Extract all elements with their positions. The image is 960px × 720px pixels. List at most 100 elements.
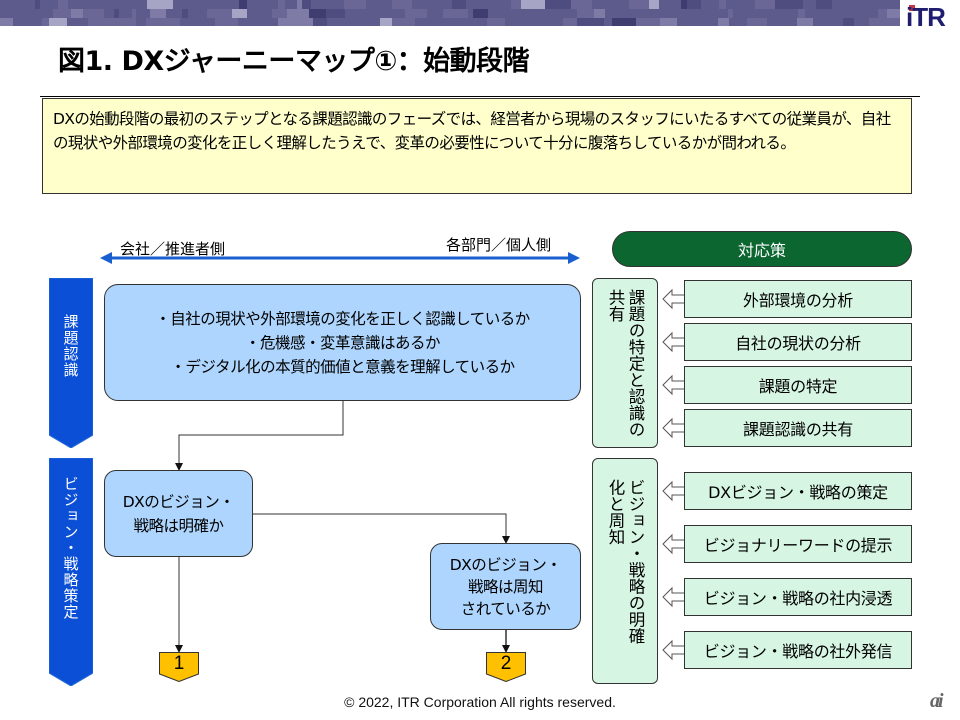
group-label: 課題の特定と認識の共有 bbox=[606, 289, 645, 438]
banner-tile bbox=[829, 9, 845, 18]
banner-tile bbox=[219, 0, 239, 9]
banner-tile bbox=[42, 18, 49, 26]
banner-tile bbox=[717, 9, 728, 18]
banner-tile bbox=[520, 18, 524, 26]
banner-tile bbox=[7, 9, 25, 18]
box-line: 戦略は明確か bbox=[133, 516, 224, 535]
banner-tile bbox=[687, 0, 701, 9]
question-line: ・デジタル化の本質的価値と意義を理解しているか bbox=[170, 357, 515, 376]
banner-tile bbox=[166, 9, 182, 18]
banner-tile bbox=[0, 0, 15, 9]
banner-tile bbox=[612, 18, 636, 26]
watermark-logo: ai bbox=[930, 690, 943, 712]
banner-tile bbox=[488, 9, 507, 18]
banner-tile bbox=[452, 0, 466, 9]
vision-clear-box: DXのビジョン・ 戦略は明確か bbox=[104, 470, 253, 557]
banner-tile bbox=[646, 9, 658, 18]
banner-tile bbox=[150, 9, 166, 18]
banner-tile bbox=[13, 18, 36, 26]
countermeasure-item: ビジョン・戦略の社内浸透 bbox=[684, 578, 912, 616]
hollow-arrow-left-icon bbox=[662, 639, 686, 661]
banner-tile bbox=[803, 0, 811, 9]
banner-tile bbox=[278, 18, 291, 26]
countermeasure-item: 自社の現状の分析 bbox=[684, 323, 912, 361]
banner-tile bbox=[443, 9, 468, 18]
logo-text: iTR bbox=[906, 2, 946, 32]
banner-tile bbox=[887, 9, 900, 18]
banner-tile bbox=[592, 0, 609, 9]
banner-tile bbox=[38, 9, 53, 18]
banner-tile bbox=[747, 9, 772, 18]
banner-tile bbox=[767, 18, 771, 26]
box-line: DXのビジョン・ bbox=[449, 555, 562, 574]
banner-tile bbox=[658, 9, 683, 18]
banner-tile bbox=[49, 18, 67, 26]
banner-tile bbox=[699, 18, 718, 26]
logo-dot bbox=[909, 5, 915, 11]
axis-label-department: 各部門／個人側 bbox=[446, 236, 552, 254]
banner-tile bbox=[886, 0, 895, 9]
banner-tile bbox=[366, 18, 375, 26]
hollow-arrow-left-icon bbox=[662, 288, 686, 310]
banner-tile bbox=[480, 0, 490, 9]
phase-label-recognition: 課題認識 bbox=[61, 314, 80, 378]
banner-tile bbox=[254, 18, 272, 26]
banner-tile bbox=[405, 9, 427, 18]
countermeasures-header: 対応策 bbox=[612, 231, 912, 267]
banner-tile bbox=[729, 18, 747, 26]
hollow-arrow-left-icon bbox=[662, 417, 686, 439]
banner-tile bbox=[535, 9, 546, 18]
banner-tile bbox=[845, 9, 857, 18]
banner-tile bbox=[386, 9, 405, 18]
banner-tile bbox=[585, 9, 594, 18]
banner-tile bbox=[794, 0, 803, 9]
question-line: ・危機感・変革意識はあるか bbox=[244, 333, 441, 352]
banner-tile bbox=[438, 0, 452, 9]
banner-tile bbox=[733, 9, 747, 18]
banner-tile bbox=[824, 18, 831, 26]
banner-tile bbox=[728, 9, 733, 18]
banner-tile bbox=[207, 9, 232, 18]
banner-tile bbox=[878, 9, 887, 18]
banner-tile bbox=[869, 18, 894, 26]
banner-tile bbox=[683, 9, 689, 18]
banner-tile bbox=[854, 18, 869, 26]
banner-tile bbox=[798, 9, 805, 18]
banner-tile bbox=[35, 0, 40, 9]
banner-tile bbox=[392, 0, 412, 9]
banner-tile bbox=[285, 0, 297, 9]
banner-tile bbox=[21, 0, 35, 9]
banner-tile bbox=[701, 0, 719, 9]
banner-tile bbox=[114, 18, 136, 26]
title-divider bbox=[40, 96, 920, 97]
continuation-marker-2: 2 bbox=[486, 652, 526, 682]
banner-tile bbox=[856, 0, 871, 9]
header-banner bbox=[0, 0, 900, 26]
banner-tile bbox=[102, 0, 122, 9]
banner-tile bbox=[179, 0, 205, 9]
banner-tile bbox=[857, 9, 878, 18]
hollow-arrow-left-icon bbox=[662, 480, 686, 502]
countermeasure-item: 課題認識の共有 bbox=[684, 409, 912, 447]
banner-tile bbox=[605, 9, 623, 18]
banner-tile bbox=[871, 0, 881, 9]
group-issue-identification: 課題の特定と認識の共有 bbox=[592, 278, 658, 448]
banner-tile bbox=[577, 9, 585, 18]
banner-tile bbox=[689, 9, 704, 18]
pentagon-marker-icon bbox=[486, 652, 526, 682]
banner-tile bbox=[473, 9, 488, 18]
phase-label-vision-strategy: ビジョン・戦略策定 bbox=[61, 476, 80, 620]
banner-tile bbox=[805, 9, 829, 18]
question-line: ・自社の現状や外部環境の変化を正しく認識しているか bbox=[155, 309, 530, 328]
hollow-arrow-left-icon bbox=[662, 374, 686, 396]
banner-tile bbox=[881, 0, 886, 9]
banner-tile bbox=[777, 18, 782, 26]
banner-tile bbox=[577, 18, 604, 26]
banner-tile bbox=[719, 0, 726, 9]
banner-tile bbox=[797, 18, 813, 26]
countermeasure-item: 課題の特定 bbox=[684, 366, 912, 404]
banner-tile bbox=[571, 0, 592, 9]
banner-tile bbox=[104, 9, 114, 18]
banner-tile bbox=[311, 0, 326, 9]
banner-tile bbox=[832, 0, 856, 9]
